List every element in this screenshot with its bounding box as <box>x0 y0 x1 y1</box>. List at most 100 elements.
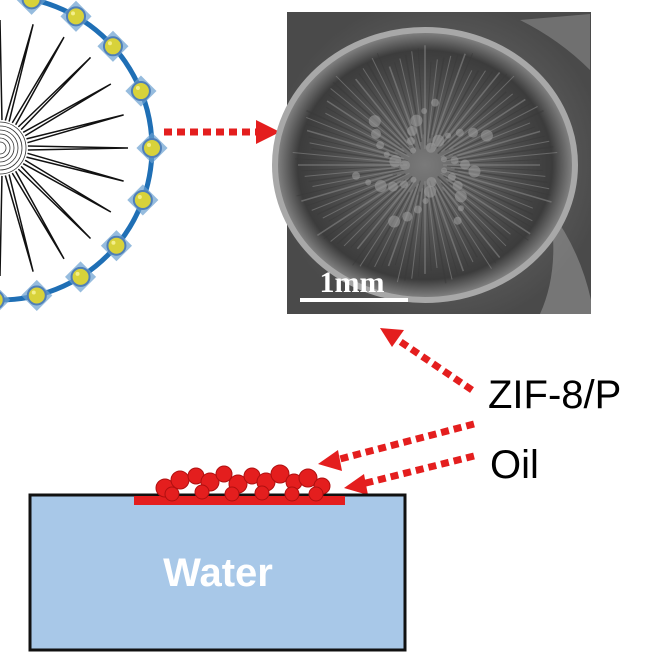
zif-8-particle-icon <box>16 0 48 15</box>
sem-fiber <box>404 54 422 143</box>
oil-droplet <box>270 464 290 484</box>
zif-8-particle-icon <box>60 0 92 32</box>
sem-fiber <box>434 193 465 272</box>
sem-fiber <box>445 170 552 203</box>
sem-fiber <box>437 175 509 241</box>
sem-fiber <box>393 62 421 150</box>
sphere-spike <box>26 114 124 144</box>
sem-fiber <box>453 102 532 149</box>
sem-fiber <box>443 73 508 145</box>
sem-fiber <box>444 96 520 151</box>
sem-fiber <box>439 69 480 139</box>
sphere-spike <box>4 24 34 122</box>
sem-fiber <box>442 186 501 258</box>
sem-fiber <box>295 158 404 165</box>
sem-flake <box>468 165 481 178</box>
sem-flake <box>407 125 418 136</box>
sem-flake <box>407 137 416 146</box>
sem-flake <box>454 190 467 203</box>
sem-fiber <box>301 166 392 172</box>
core-ring <box>0 121 27 175</box>
sem-fiber <box>450 145 554 163</box>
sem-flake <box>468 127 479 138</box>
sem-flake <box>352 171 361 180</box>
sem-fiber <box>330 88 401 145</box>
sem-fiber <box>426 195 432 272</box>
oil-droplet <box>284 486 300 502</box>
sem-fiber <box>306 123 401 158</box>
sem-flake <box>452 180 463 191</box>
sphere-spikes <box>0 19 129 277</box>
core-ring <box>0 133 15 163</box>
sem-fiber <box>358 73 407 140</box>
sem-flake <box>457 205 464 212</box>
sphere-spike <box>17 165 92 240</box>
sphere-spike <box>26 152 124 182</box>
sem-micrograph: 1mm <box>272 12 591 314</box>
sem-flake <box>447 172 456 181</box>
sem-fiber <box>352 84 410 148</box>
sem-fiber <box>429 180 459 276</box>
zif-8-particle-icon <box>127 184 159 216</box>
sem-fiber <box>366 62 416 148</box>
sem-fiber <box>428 57 445 139</box>
sem-fiber <box>433 178 492 269</box>
zif-8-particle-icon <box>64 261 97 293</box>
sem-fiber <box>316 173 406 216</box>
sem-fiber <box>443 190 497 264</box>
sphere-spike <box>17 56 92 131</box>
sem-fiber <box>425 61 432 146</box>
porous-sphere-icon <box>0 0 168 316</box>
sem-fiber <box>428 187 447 284</box>
sem-fiber <box>452 175 533 209</box>
zif-8-particle-icon <box>100 230 132 262</box>
sem-flake <box>421 108 428 115</box>
sphere-spike <box>22 83 112 137</box>
oil-droplets <box>155 464 331 502</box>
oil-label: Oil <box>490 443 539 487</box>
sem-fiber <box>435 186 474 263</box>
sem-fiber <box>435 190 469 267</box>
oil-droplet <box>308 486 324 502</box>
sem-fiber <box>458 159 540 164</box>
sem-fiber <box>325 112 410 158</box>
core-ring <box>0 125 23 171</box>
sphere-spike <box>11 36 65 126</box>
sem-fiber <box>296 168 408 197</box>
composite-label: ZIF-8/P <box>488 373 621 417</box>
oil-droplet <box>254 485 270 501</box>
sem-fiber <box>431 55 452 136</box>
sem-flake <box>410 147 417 154</box>
sem-fiber <box>441 93 514 153</box>
scale-bar-label: 1mm <box>320 266 385 299</box>
sem-fiber <box>452 126 536 156</box>
sem-flake <box>455 128 464 137</box>
oil-droplet <box>164 486 180 502</box>
sem-flake <box>459 159 470 170</box>
sem-fiber <box>427 191 438 268</box>
sem-flake <box>445 132 452 139</box>
scale-bar <box>300 298 408 302</box>
sem-fiber <box>325 106 407 155</box>
sem-flake <box>410 114 423 127</box>
zif-8-particles <box>0 0 168 316</box>
sem-fiber <box>359 178 417 267</box>
sem-fiber <box>454 151 558 163</box>
sem-fiber <box>429 54 459 150</box>
sem-flake <box>426 177 437 188</box>
sem-fiber <box>343 187 403 247</box>
sem-fiber-texture <box>292 45 558 284</box>
sem-flake <box>413 205 422 214</box>
zif-8-particle-icon <box>0 284 11 316</box>
zif-8-particle-icon <box>21 279 53 312</box>
sem-flake <box>480 129 493 142</box>
sphere-spike <box>11 170 65 260</box>
sem-fiber <box>336 175 413 245</box>
sem-fiber <box>311 148 396 162</box>
sem-fiber <box>442 168 551 196</box>
sem-fiber <box>356 183 411 250</box>
sem-flake <box>389 155 402 168</box>
water-label: Water <box>163 551 273 595</box>
sem-fiber <box>411 188 423 279</box>
